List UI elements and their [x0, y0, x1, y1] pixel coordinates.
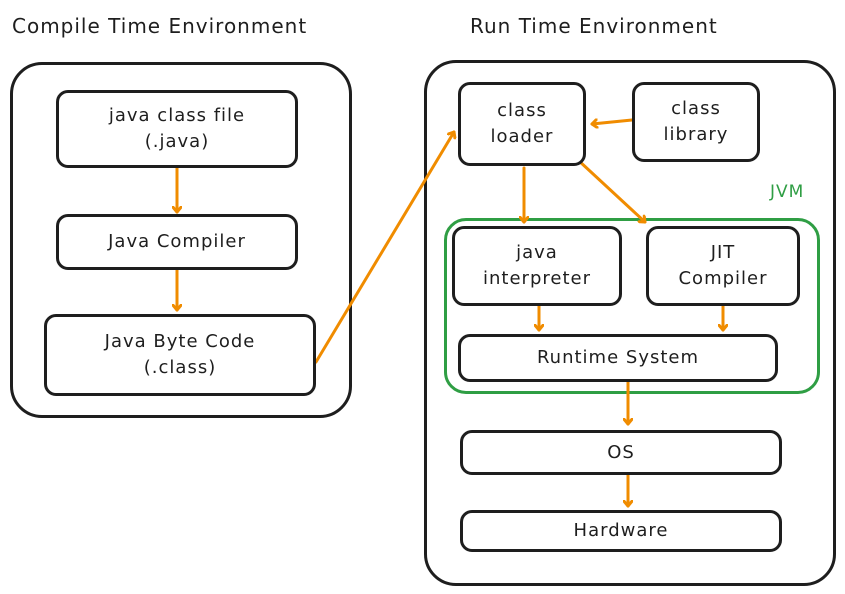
run-time-title: Run Time Environment — [470, 14, 718, 38]
jit-compiler-node: JIT Compiler — [646, 226, 800, 306]
os-node: OS — [460, 430, 782, 475]
jvm-label: JVM — [770, 182, 805, 202]
runtime-system-node: Runtime System — [458, 334, 778, 382]
java-interpreter-node: java interpreter — [452, 226, 622, 306]
java-class-file-node: java class file (.java) — [56, 90, 298, 168]
class-loader-node: class loader — [458, 82, 586, 166]
compile-time-title: Compile Time Environment — [12, 14, 308, 38]
hardware-node: Hardware — [460, 510, 782, 552]
java-byte-code-node: Java Byte Code (.class) — [44, 314, 316, 396]
class-library-node: class library — [632, 82, 760, 162]
java-compiler-node: Java Compiler — [56, 214, 298, 270]
